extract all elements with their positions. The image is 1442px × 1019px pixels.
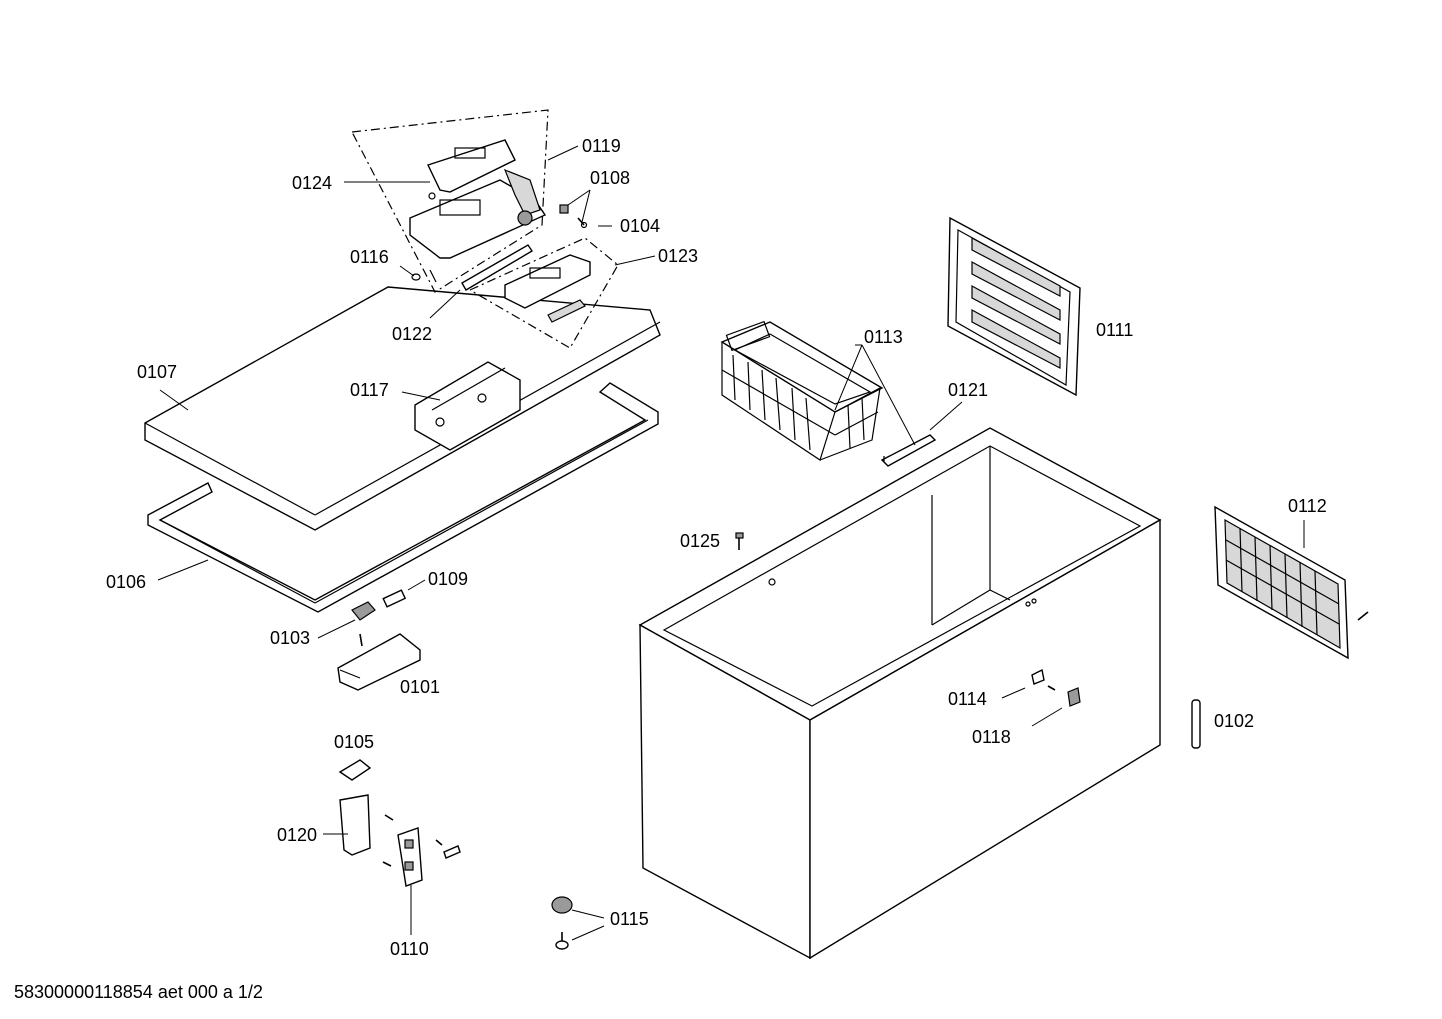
label-0106: 0106: [106, 572, 146, 592]
label-0121: 0121: [948, 380, 988, 400]
control-panel-group: [351, 109, 549, 293]
diagram-code: 58300000118854 aet 000 a 1/2: [14, 982, 263, 1002]
lid-hinge-parts: [1031, 668, 1081, 707]
label-0117: 0117: [350, 380, 389, 400]
part-labels: 0124 0119 0108 0104 0116 0123 0122 0107 …: [106, 136, 1327, 959]
feet: [551, 896, 573, 950]
label-0116: 0116: [350, 247, 389, 267]
label-0125: 0125: [680, 531, 720, 551]
label-0111: 0111: [1096, 320, 1133, 340]
label-0114: 0114: [948, 689, 987, 709]
hinge-cover: [337, 633, 421, 691]
label-0110: 0110: [390, 939, 429, 959]
label-0124: 0124: [292, 173, 332, 193]
label-0104: 0104: [620, 216, 660, 236]
thermostat-assembly: [338, 759, 461, 887]
tube: [1191, 699, 1201, 749]
label-0101: 0101: [400, 677, 440, 697]
wire-basket: [720, 320, 884, 461]
lock-parts: [351, 589, 407, 647]
leader-lines: [157, 145, 1305, 941]
label-0107: 0107: [137, 362, 177, 382]
lid-top: [144, 286, 661, 531]
label-0105: 0105: [334, 732, 374, 752]
ventilation-grille: [1214, 505, 1369, 660]
basket-handle: [880, 434, 937, 467]
label-0119: 0119: [582, 136, 621, 156]
label-0113: 0113: [864, 327, 903, 347]
label-0109: 0109: [428, 569, 468, 589]
screws-0108: [559, 204, 588, 229]
label-0120: 0120: [277, 825, 317, 845]
label-0123: 0123: [658, 246, 698, 266]
divider-panel: [947, 216, 1081, 397]
hinge-rod: [411, 244, 533, 291]
display-module-group: [469, 237, 619, 349]
screw-0125: [735, 532, 744, 550]
label-0102: 0102: [1214, 711, 1254, 731]
freezer-body: [638, 427, 1162, 960]
lid-gasket: [147, 382, 659, 613]
label-0112: 0112: [1288, 496, 1327, 516]
label-0115: 0115: [610, 909, 649, 929]
label-0103: 0103: [270, 628, 310, 648]
label-0108: 0108: [590, 168, 630, 188]
label-0118: 0118: [972, 727, 1011, 747]
label-0122: 0122: [392, 324, 432, 344]
